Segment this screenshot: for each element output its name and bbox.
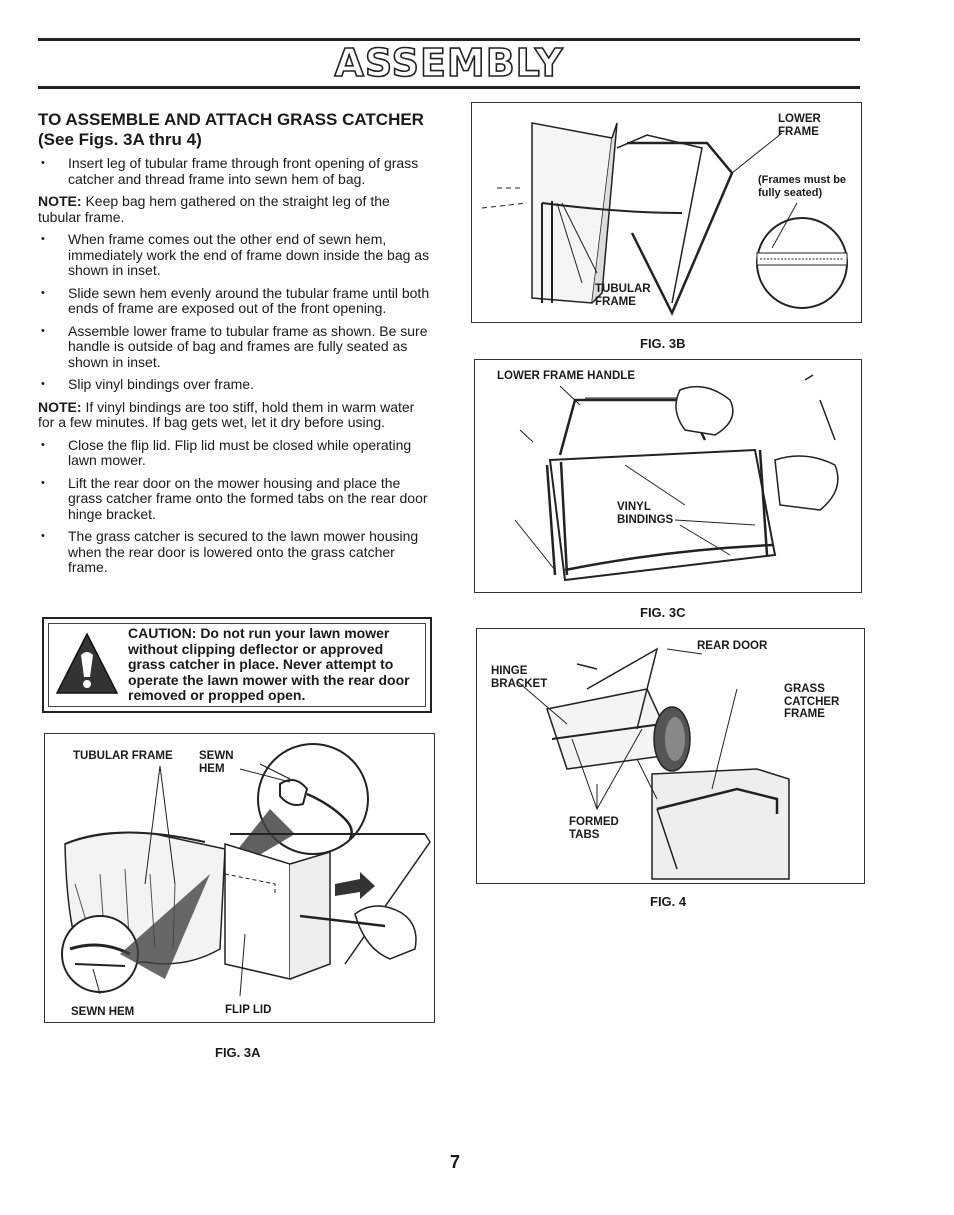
note: NOTE: If vinyl bindings are too stiff, h… <box>38 398 432 431</box>
figure-3b: LOWER FRAME (Frames must be fully seated… <box>471 102 862 323</box>
caution-text: CAUTION: Do not run your lawn mower with… <box>128 625 410 703</box>
section-title: TO ASSEMBLE AND ATTACH GRASS CATCHER (Se… <box>38 110 424 149</box>
figure-3b-caption: FIG. 3B <box>640 336 686 351</box>
figure-3a: TUBULAR FRAME SEWN HEM SEWN HEM FLIP LID <box>44 733 435 1023</box>
label-vinyl-bindings: VINYL BINDINGS <box>617 501 674 526</box>
note-label: NOTE: <box>38 193 82 209</box>
instruction-step: When frame comes out the other end of se… <box>38 231 432 279</box>
instruction-step: Lift the rear door on the mower housing … <box>38 475 432 523</box>
instruction-step: Assemble lower frame to tubular frame as… <box>38 323 432 371</box>
label-hinge-bracket: HINGE BRACKET <box>491 665 548 690</box>
figure-4: REAR DOOR HINGE BRACKET GRASS CATCHER FR… <box>476 628 865 884</box>
label-frames-note: (Frames must be fully seated) <box>758 174 847 199</box>
figure-3a-illustration <box>61 743 431 997</box>
label-lower-frame: LOWER FRAME <box>778 113 821 138</box>
label-formed-tabs: FORMED TABS <box>569 816 619 841</box>
note-text: If vinyl bindings are too stiff, hold th… <box>38 398 415 430</box>
instructions-column: TO ASSEMBLE AND ATTACH GRASS CATCHER (Se… <box>38 110 432 583</box>
note-label: NOTE: <box>38 398 82 415</box>
instruction-step: Slide sewn hem evenly around the tubular… <box>38 285 432 317</box>
label-rear-door: REAR DOOR <box>697 640 768 652</box>
label-lower-frame-handle: LOWER FRAME HANDLE <box>497 370 635 382</box>
page-number: 7 <box>450 1152 461 1172</box>
header-rule-bottom <box>38 86 860 89</box>
figure-3c: LOWER FRAME HANDLE VINYL BINDINGS <box>474 359 862 593</box>
label-sewn-hem-bottom: SEWN HEM <box>71 1006 135 1018</box>
label-sewn-hem-top: SEWN HEM <box>199 750 234 775</box>
label-grass-catcher-frame: GRASS CATCHER FRAME <box>784 683 840 720</box>
caution-box: CAUTION: Do not run your lawn mower with… <box>42 617 432 713</box>
figure-4-caption: FIG. 4 <box>650 894 687 909</box>
figure-3c-caption: FIG. 3C <box>640 605 686 620</box>
page-heading: ASSEMBLY <box>334 40 564 86</box>
figure-3c-illustration <box>514 374 839 582</box>
figure-4-illustration <box>516 647 790 880</box>
instruction-step: The grass catcher is secured to the lawn… <box>38 528 432 576</box>
note-text: Keep bag hem gathered on the straight le… <box>38 193 390 225</box>
header-rule-top <box>38 38 860 41</box>
instruction-step: Close the flip lid. Flip lid must be clo… <box>38 437 432 469</box>
note: NOTE: Keep bag hem gathered on the strai… <box>38 193 432 225</box>
instruction-step: Insert leg of tubular frame through fron… <box>38 155 432 187</box>
figure-3b-illustration <box>481 122 848 316</box>
label-flip-lid: FLIP LID <box>225 1004 272 1016</box>
figure-3a-caption: FIG. 3A <box>215 1045 261 1060</box>
warning-triangle-icon <box>55 632 119 694</box>
instruction-step: Slip vinyl bindings over frame. <box>38 376 432 393</box>
label-tubular-frame: TUBULAR FRAME <box>73 750 173 762</box>
label-tubular-frame: TUBULAR FRAME <box>595 283 651 308</box>
